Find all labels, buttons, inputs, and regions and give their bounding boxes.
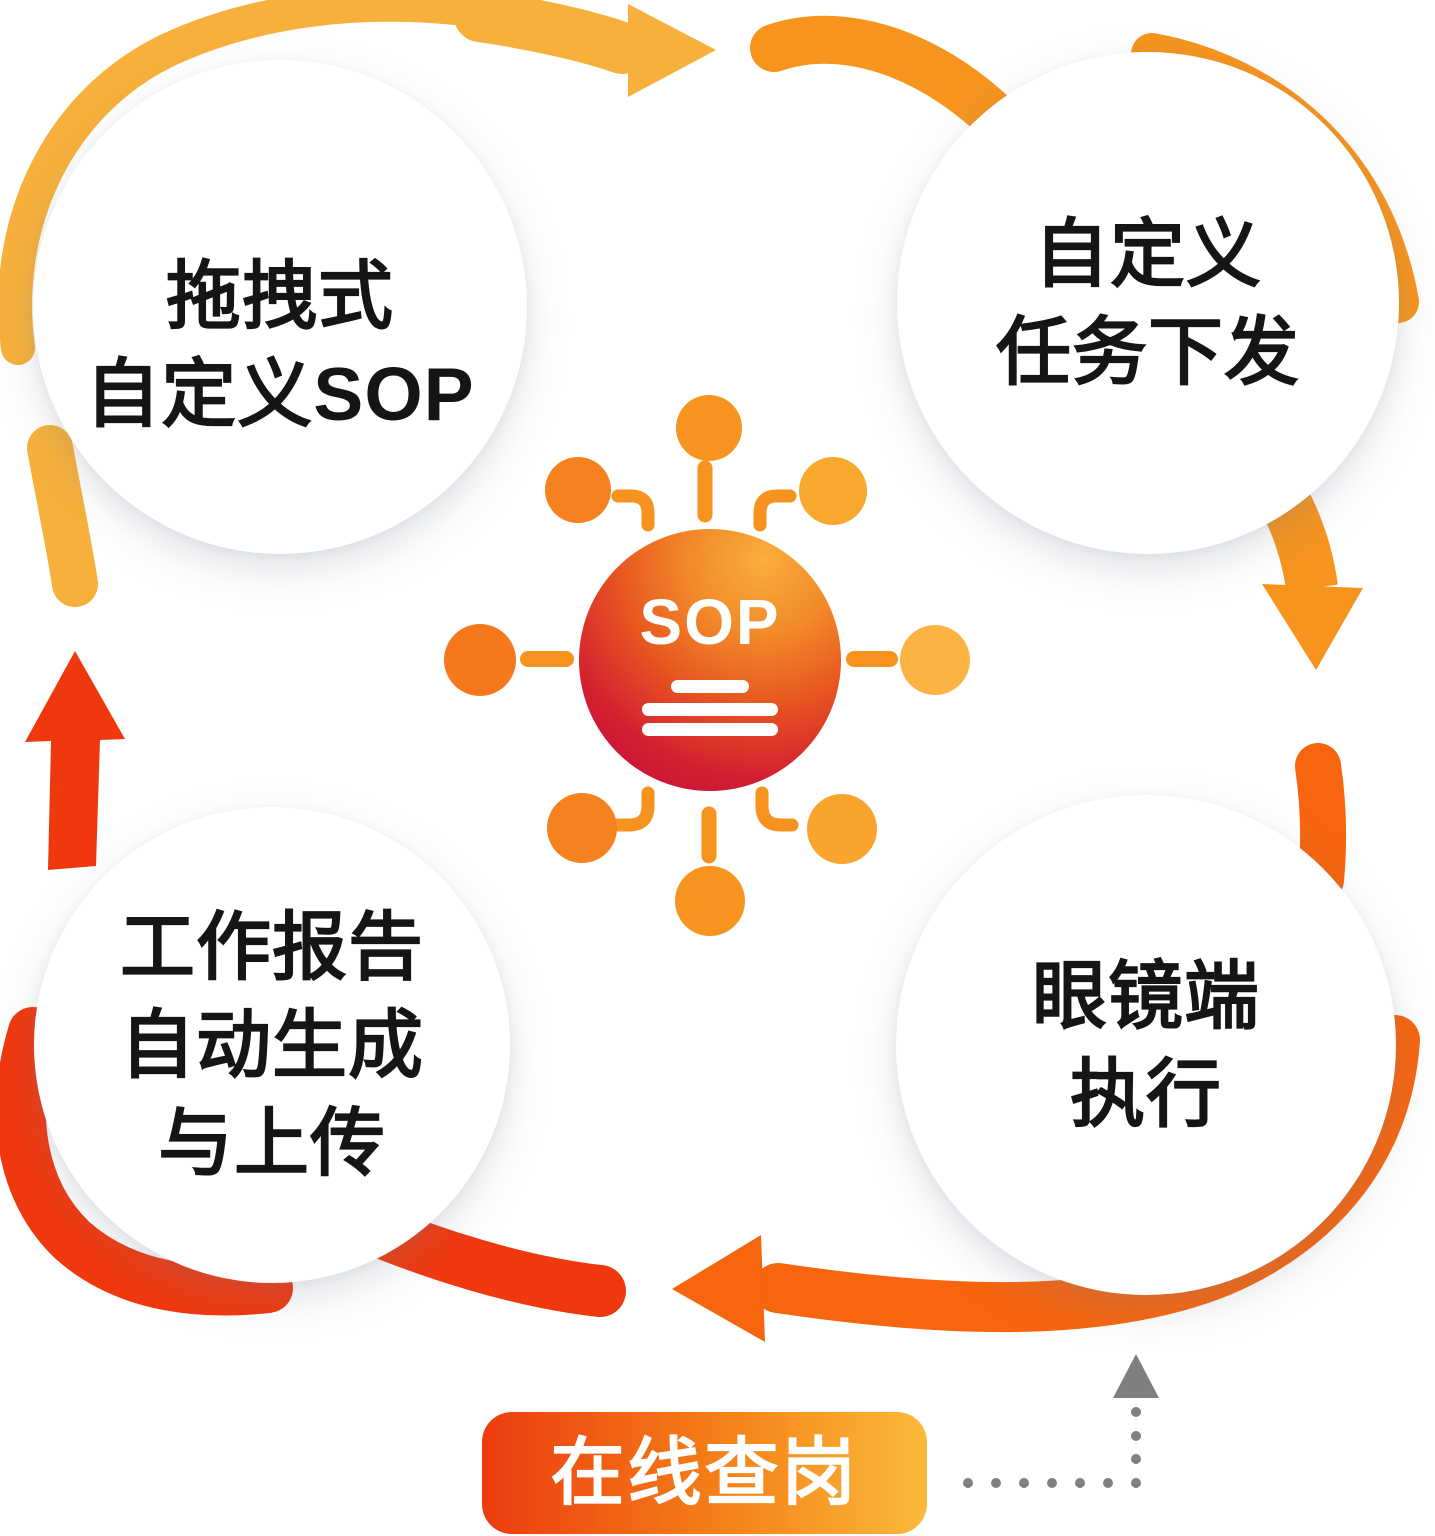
- tracker-dot: [1131, 1454, 1141, 1464]
- tracker-dotted-path: [963, 1354, 1159, 1488]
- arc-bottomright-lead-in: [1295, 743, 1347, 903]
- hub-connector-top-right-elbow: [753, 489, 797, 532]
- tracker-dot: [1019, 1478, 1029, 1488]
- step-circle-custom-task-dispatch: 自定义 任务下发: [897, 52, 1399, 554]
- step-label: 工作报告 自动生成 与上传: [120, 898, 424, 1192]
- tracker-dot: [1103, 1478, 1113, 1488]
- hub-document-line: [671, 680, 749, 693]
- step-label-line: 与上传: [157, 1101, 386, 1185]
- arrow-up-icon: [25, 651, 125, 870]
- sop-hub-icon: SOP: [579, 529, 841, 791]
- step-label: 自定义 任务下发: [996, 205, 1300, 401]
- hub-dot-top-right: [799, 457, 867, 525]
- hub-connector-bottom-left-elbow: [611, 786, 655, 832]
- arc-topright-lead-in: [750, 15, 1032, 154]
- hub-dot-right: [900, 625, 970, 695]
- step-label-line: 工作报告: [119, 905, 424, 989]
- hub-document-line: [642, 703, 778, 716]
- online-check-badge: 在线查岗: [482, 1412, 927, 1534]
- step-circle-work-report-auto: 工作报告 自动生成 与上传: [34, 807, 510, 1283]
- tracker-dot: [1047, 1478, 1057, 1488]
- hub-connector-top-left-elbow: [611, 489, 655, 532]
- step-label: 眼镜端 执行: [1032, 947, 1260, 1143]
- hub-label: SOP: [639, 586, 781, 658]
- hub-dot-bottom: [675, 866, 745, 936]
- hub-dot-left: [444, 624, 516, 696]
- tracker-arrow-up-icon: [1113, 1354, 1159, 1398]
- hub-dot-top-left: [545, 457, 611, 523]
- step-label-line: 执行: [1069, 1052, 1222, 1136]
- hub-dot-bottom-left: [547, 793, 617, 863]
- tracker-dot: [963, 1478, 973, 1488]
- step-label-line: 眼镜端: [1031, 954, 1260, 1038]
- hub-dot-top: [676, 395, 742, 461]
- step-label-line: 自动生成: [119, 1003, 424, 1087]
- step-label-line: 自定义: [1033, 212, 1262, 296]
- step-circle-drag-custom-sop: 拖拽式 自定义SOP: [33, 60, 527, 554]
- arc-topleft-end-taper: [454, 0, 648, 74]
- arrow-down-icon: [1262, 584, 1363, 670]
- hub-document-line: [642, 723, 778, 736]
- step-label-line: 任务下发: [995, 310, 1300, 394]
- step-label-line: 自定义SOP: [85, 352, 475, 436]
- tracker-dot: [991, 1478, 1001, 1488]
- hub-connector-bottom-right-elbow: [755, 786, 799, 832]
- tracker-dot: [1075, 1478, 1085, 1488]
- tracker-dot: [1131, 1478, 1141, 1488]
- step-circle-glasses-execution: 眼镜端 执行: [896, 795, 1396, 1295]
- arrow-right-icon: [628, 4, 716, 97]
- arc-topleft-tail: [27, 425, 98, 607]
- step-label-line: 拖拽式: [165, 254, 394, 338]
- arc-bottomleft-main: [0, 1007, 293, 1316]
- online-check-badge-label: 在线查岗: [550, 1431, 859, 1514]
- arrow-left-icon: [672, 1235, 765, 1342]
- hub-dot-bottom-right: [807, 794, 877, 864]
- step-label: 拖拽式 自定义SOP: [85, 247, 474, 443]
- tracker-dot: [1131, 1431, 1141, 1441]
- tracker-dot: [1131, 1407, 1141, 1417]
